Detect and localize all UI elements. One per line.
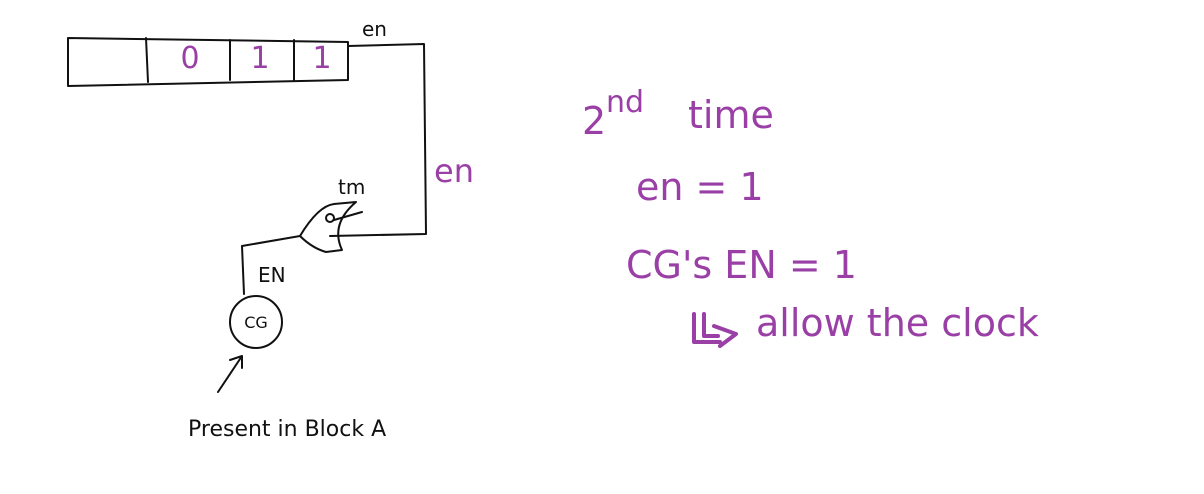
enable-wire [329,43,427,237]
or-gate [299,201,363,253]
register-cell-2: 0 [180,41,199,76]
inversion-bubble [325,213,335,223]
enable-wire-label: en [434,152,474,190]
register-outline [67,37,349,87]
test-mode-label: tm [338,175,365,199]
implies-arrow-icon [692,312,738,348]
notes-heading-superscript: nd [606,85,644,120]
notes-line-2: CG's EN = 1 [626,243,857,287]
register-enable-label: en [362,17,387,41]
test-mode-input-wire [333,211,363,221]
gate-output-wire [241,235,301,295]
clock-gate-label: CG [244,313,268,332]
register: 0 1 1 [67,37,349,87]
notes: 2 nd time en = 1 CG's EN = 1 allow the c… [582,85,1039,348]
or-gate-body [299,201,357,253]
register-cell-4: 1 [312,41,331,76]
clock-gate-circle [229,295,283,349]
gate-output-label: EN [258,263,286,287]
notes-heading-prefix: 2 [582,99,606,143]
register-cell-3: 1 [250,41,269,76]
arrow-icon [217,355,243,393]
notes-line-1: en = 1 [636,165,764,209]
register-divider-1 [145,37,149,83]
note-label: Present in Block A [188,417,386,442]
notes-line-3: allow the clock [756,301,1039,345]
notes-heading-suffix: time [688,93,774,137]
